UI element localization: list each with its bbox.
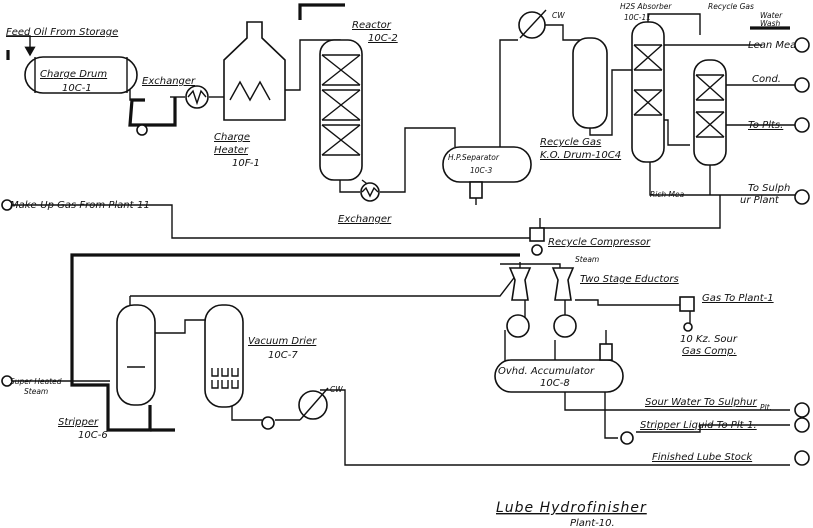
vacuum-drier-label: Vacuum Drier <box>248 336 317 347</box>
sour-water-label-2: Plt. <box>760 403 772 412</box>
water-wash-label-3: Wash <box>760 19 781 28</box>
vacuum-drier <box>204 304 244 408</box>
charge-heater-label-2: Heater <box>214 145 249 156</box>
eductors-label: Two Stage Eductors <box>580 274 679 285</box>
reactor <box>319 39 363 181</box>
two-stage-eductors <box>506 267 577 338</box>
water-wash-label-1: Recycle Gas <box>708 2 754 11</box>
charge-drum <box>24 56 138 94</box>
reactor-label: Reactor <box>352 20 392 31</box>
stripper <box>116 304 156 406</box>
cooler-top <box>518 9 547 39</box>
hp-separator-label: H.P.Separator <box>448 153 500 162</box>
to-sulphur-label-2: ur Plant <box>740 195 780 206</box>
sour-gas-compressor <box>679 296 695 332</box>
hp-separator-tag: 10C-3 <box>470 166 492 175</box>
recycle-compressor <box>529 227 545 256</box>
pump-1 <box>136 124 148 136</box>
stream-terminals <box>1 37 810 466</box>
ko-drum-label-1: Recycle Gas <box>540 137 601 148</box>
exchanger-bottom-label: Exchanger <box>338 214 392 225</box>
stripper-label: Stripper <box>58 417 99 428</box>
charge-heater <box>223 21 286 121</box>
feed-oil-label: Feed Oil From Storage <box>6 27 118 38</box>
cw-bottom-label: CW <box>330 385 343 394</box>
hp-separator <box>442 146 532 199</box>
exchanger-bottom <box>360 182 380 202</box>
pump-3 <box>620 431 634 445</box>
to-plts-label: To Plts. <box>748 120 783 131</box>
super-heated-label-2: Steam <box>24 387 48 396</box>
to-sulphur-label-1: To Sulph <box>748 183 790 194</box>
charge-heater-label-1: Charge <box>214 132 250 143</box>
super-heated-label-1: Super Heated <box>10 377 62 386</box>
charge-drum-tag: 10C-1 <box>62 83 92 94</box>
makeup-gas-label: Make-Up Gas From Plant-11 <box>10 200 150 211</box>
lean-mea-label: Lean Mea <box>748 40 796 51</box>
accumulator-label: Ovhd. Accumulator <box>498 366 595 377</box>
exchanger-top-label: Exchanger <box>142 76 196 87</box>
exchanger-top <box>185 85 209 109</box>
cooler-bottom <box>298 387 329 421</box>
ko-drum-label-2: K.O. Drum-10C4 <box>540 150 621 161</box>
h2s-absorber <box>631 21 665 163</box>
finished-lube-label: Finished Lube Stock <box>652 452 753 463</box>
gas-to-plant1-label: Gas To Plant-1 <box>702 293 774 304</box>
rich-mea-label: Rich Mea <box>650 190 685 199</box>
water-wash-label-2: Water <box>760 11 783 20</box>
stripper-tag: 10C-6 <box>78 430 108 441</box>
h2s-absorber-tag: 10C-11 <box>624 13 651 22</box>
h2s-absorber-label: H2S Absorber <box>620 2 672 11</box>
diagram-title: Lube Hydrofinisher <box>496 500 647 516</box>
recycle-compressor-label: Recycle Compressor <box>548 237 651 248</box>
charge-drum-label: Charge Drum <box>40 69 107 80</box>
main-lines <box>6 3 790 432</box>
charge-heater-tag: 10F-1 <box>232 158 260 169</box>
ovhd-accumulator <box>494 343 624 393</box>
reactor-tag: 10C-2 <box>368 33 398 44</box>
sour-water-label-1: Sour Water To Sulphur <box>645 397 758 408</box>
steam-label: Steam <box>575 255 599 264</box>
pump-2 <box>261 416 275 430</box>
cw-top-label: CW <box>552 11 565 20</box>
diagram-subtitle: Plant-10. <box>570 518 615 528</box>
stripper-liquid-label: Stripper Liquid To Plt-1. <box>640 420 757 431</box>
water-wash-column <box>693 59 727 166</box>
sour-gas-comp-label-1: 10 Kz. Sour <box>680 334 738 345</box>
recycle-gas-ko-drum <box>572 37 608 129</box>
accumulator-tag: 10C-8 <box>540 378 570 389</box>
sour-gas-comp-label-2: Gas Comp. <box>682 346 737 357</box>
cond-label: Cond. <box>752 74 781 85</box>
vacuum-drier-tag: 10C-7 <box>268 350 298 361</box>
